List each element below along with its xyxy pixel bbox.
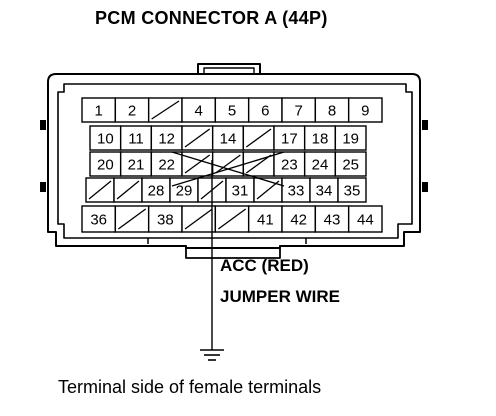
empty-terminal-slash bbox=[245, 154, 272, 174]
terminal-number: 7 bbox=[294, 103, 302, 120]
terminal-number: 35 bbox=[344, 183, 361, 200]
terminal-cell bbox=[314, 97, 350, 123]
empty-terminal-slash bbox=[245, 128, 272, 148]
side-key-left-lower bbox=[40, 182, 46, 192]
terminal-cell bbox=[347, 205, 383, 233]
connector-housing-inner bbox=[57, 83, 413, 239]
terminal-number: 31 bbox=[232, 183, 249, 200]
terminal-cell bbox=[337, 177, 367, 203]
terminal-cell bbox=[247, 97, 283, 123]
terminal-number: 44 bbox=[357, 212, 374, 229]
terminal-cell bbox=[334, 151, 367, 177]
terminal-cell bbox=[303, 125, 337, 151]
terminal-number: 23 bbox=[281, 157, 298, 174]
terminal-number: 17 bbox=[281, 131, 298, 148]
diagram-caption: Terminal side of female terminals bbox=[58, 377, 322, 397]
terminal-cell bbox=[347, 97, 383, 123]
empty-terminal-slash bbox=[215, 154, 241, 174]
jumper-wire-lines bbox=[171, 151, 285, 350]
terminal-number: 29 bbox=[176, 183, 193, 200]
terminal-cell bbox=[150, 125, 183, 151]
terminal-cell bbox=[214, 97, 250, 123]
terminal-number: 5 bbox=[228, 103, 236, 120]
terminal-number: 34 bbox=[316, 183, 333, 200]
empty-terminal-slash bbox=[151, 100, 180, 120]
terminal-number: 19 bbox=[342, 131, 359, 148]
terminal-cell bbox=[147, 205, 183, 233]
terminal-number: 20 bbox=[97, 157, 114, 174]
connector-latch bbox=[197, 63, 261, 74]
terminal-number: 12 bbox=[158, 131, 175, 148]
terminal-cell bbox=[314, 205, 350, 233]
terminal-cell bbox=[89, 125, 122, 151]
wire-color-label: ACC (RED) bbox=[220, 256, 309, 275]
empty-terminal-slash bbox=[217, 208, 247, 230]
empty-terminal-slash bbox=[116, 180, 140, 200]
terminal-number: 18 bbox=[312, 131, 329, 148]
terminal-cell bbox=[247, 205, 283, 233]
terminal-number: 42 bbox=[290, 212, 307, 229]
side-key-left-upper bbox=[40, 120, 46, 130]
terminal-number: 28 bbox=[148, 183, 165, 200]
terminal-cell bbox=[334, 125, 367, 151]
terminal-cell bbox=[81, 97, 117, 123]
terminal-number: 22 bbox=[158, 157, 175, 174]
terminal-cell bbox=[281, 205, 317, 233]
ground-icon bbox=[200, 349, 224, 361]
terminal-cell bbox=[141, 177, 171, 203]
terminal-number: 43 bbox=[324, 212, 341, 229]
empty-terminal-slash bbox=[184, 208, 213, 230]
terminal-number: 1 bbox=[94, 103, 102, 120]
terminal-cell bbox=[81, 205, 117, 233]
terminal-cell bbox=[150, 151, 183, 177]
connector-housing-outer bbox=[47, 73, 421, 249]
empty-terminal-slash bbox=[117, 208, 147, 230]
terminal-number: 38 bbox=[157, 212, 174, 229]
terminal-number: 25 bbox=[342, 157, 359, 174]
terminal-cell bbox=[281, 177, 311, 203]
terminal-cell bbox=[225, 177, 255, 203]
terminal-number: 4 bbox=[194, 103, 202, 120]
terminal-number: 36 bbox=[90, 212, 107, 229]
terminal-number: 14 bbox=[220, 131, 237, 148]
terminal-number: 2 bbox=[128, 103, 136, 120]
terminal-number: 24 bbox=[312, 157, 329, 174]
empty-terminal-slash bbox=[184, 154, 211, 174]
empty-terminal-slash bbox=[184, 128, 211, 148]
terminal-number: 6 bbox=[261, 103, 269, 120]
terminal-number: 11 bbox=[128, 131, 144, 148]
side-key-right-upper bbox=[422, 120, 428, 130]
terminal-number: 8 bbox=[328, 103, 336, 120]
side-key-right-lower bbox=[422, 182, 428, 192]
terminal-number: 21 bbox=[128, 157, 145, 174]
terminal-cell bbox=[211, 125, 245, 151]
terminal-number: 9 bbox=[361, 103, 369, 120]
terminal-cell bbox=[89, 151, 122, 177]
wire-type-label: JUMPER WIRE bbox=[220, 287, 340, 306]
terminal-number: 10 bbox=[97, 131, 114, 148]
terminal-number: 33 bbox=[288, 183, 305, 200]
connector-title: PCM CONNECTOR A (44P) bbox=[95, 8, 328, 28]
terminal-cell bbox=[281, 97, 317, 123]
empty-terminal-slash bbox=[88, 180, 112, 200]
terminal-number: 41 bbox=[257, 212, 274, 229]
